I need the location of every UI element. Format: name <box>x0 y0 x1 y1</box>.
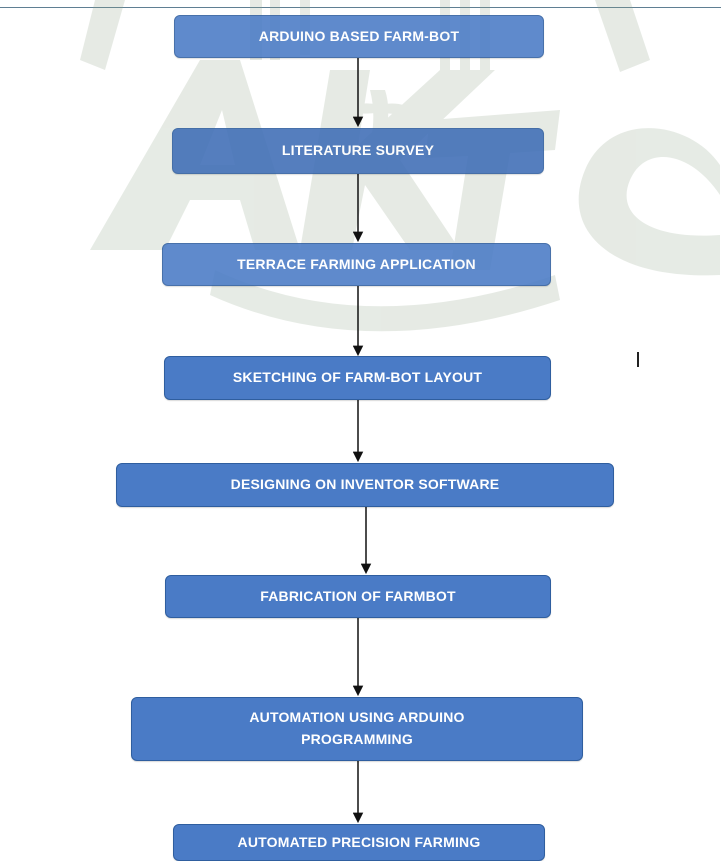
step-box-designing-inventor: DESIGNING ON INVENTOR SOFTWARE <box>116 463 614 507</box>
step-box-terrace-farming-application: TERRACE FARMING APPLICATION <box>162 243 551 286</box>
step-box-arduino-based-farm-bot: ARDUINO BASED FARM-BOT <box>174 15 544 58</box>
step-box-literature-survey: LITERATURE SURVEY <box>172 128 544 174</box>
step-box-automation-arduino: AUTOMATION USING ARDUINO PROGRAMMING <box>131 697 583 761</box>
step-box-sketching-layout: SKETCHING OF FARM-BOT LAYOUT <box>164 356 551 400</box>
step-label-line-1: AUTOMATION USING ARDUINO <box>249 709 465 726</box>
step-label: LITERATURE SURVEY <box>281 142 435 159</box>
step-label: FABRICATION OF FARMBOT <box>260 587 456 604</box>
step-label: ARDUINO BASED FARM-BOT <box>258 27 460 44</box>
top-rule <box>0 7 721 8</box>
step-label: AUTOMATED PRECISION FARMING <box>237 833 481 850</box>
step-label-line-2: PROGRAMMING <box>301 731 413 747</box>
step-box-fabrication: FABRICATION OF FARMBOT <box>165 575 551 618</box>
step-label: SKETCHING OF FARM-BOT LAYOUT <box>232 369 483 386</box>
step-label: DESIGNING ON INVENTOR SOFTWARE <box>230 476 500 493</box>
step-label: TERRACE FARMING APPLICATION <box>237 255 476 272</box>
step-box-automated-precision-farming: AUTOMATED PRECISION FARMING <box>173 824 545 861</box>
text-cursor <box>637 352 639 367</box>
